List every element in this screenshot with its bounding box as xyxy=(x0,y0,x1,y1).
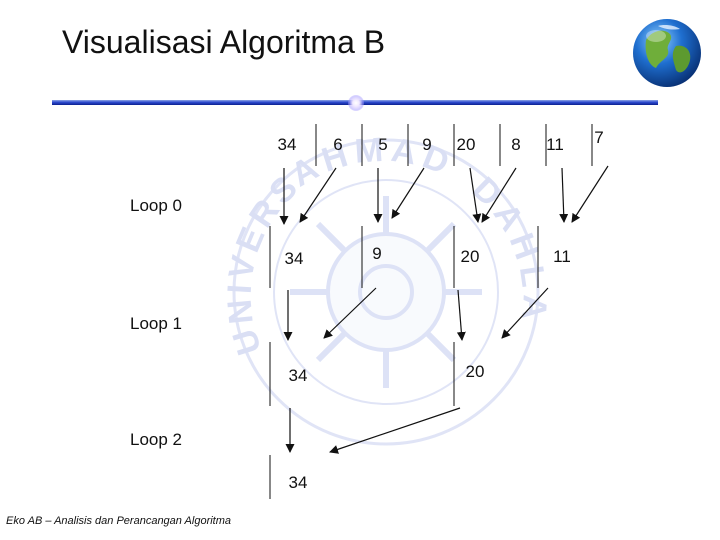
loop-label-2: Loop 2 xyxy=(130,430,182,449)
loop0-result-value: 11 xyxy=(553,247,571,266)
input-value: 11 xyxy=(546,135,564,154)
comparison-arrow xyxy=(571,165,609,223)
loop2-result-value: 34 xyxy=(289,473,308,492)
input-value: 8 xyxy=(511,135,520,154)
footer-text: Eko AB – Analisis dan Perancangan Algori… xyxy=(6,515,232,527)
loop-label-0: Loop 0 xyxy=(130,196,182,215)
input-value: 7 xyxy=(594,128,603,147)
input-value: 9 xyxy=(422,135,431,154)
comparison-arrow xyxy=(469,167,482,223)
loop0-result-value: 20 xyxy=(461,247,480,266)
loop-label-1: Loop 1 xyxy=(130,314,182,333)
loop1-result-value: 20 xyxy=(466,362,485,381)
input-value: 20 xyxy=(457,135,476,154)
comparison-arrow xyxy=(391,167,425,219)
page-title: Visualisasi Algoritma B xyxy=(62,24,386,60)
loop0-result-value: 9 xyxy=(372,244,381,263)
input-value: 5 xyxy=(378,135,387,154)
comparison-arrow xyxy=(559,167,569,223)
comparison-arrow xyxy=(299,167,337,223)
input-value: 34 xyxy=(278,135,297,154)
comparison-arrow xyxy=(501,287,549,339)
title-divider xyxy=(52,95,658,111)
comparison-arrow xyxy=(329,407,461,454)
loop1-result-value: 34 xyxy=(289,366,308,385)
comparison-arrow xyxy=(456,289,466,341)
input-value: 6 xyxy=(333,135,342,154)
comparison-arrow xyxy=(323,287,377,339)
globe-icon xyxy=(633,19,701,87)
comparison-arrow xyxy=(481,167,517,223)
loop0-result-value: 34 xyxy=(285,249,304,268)
